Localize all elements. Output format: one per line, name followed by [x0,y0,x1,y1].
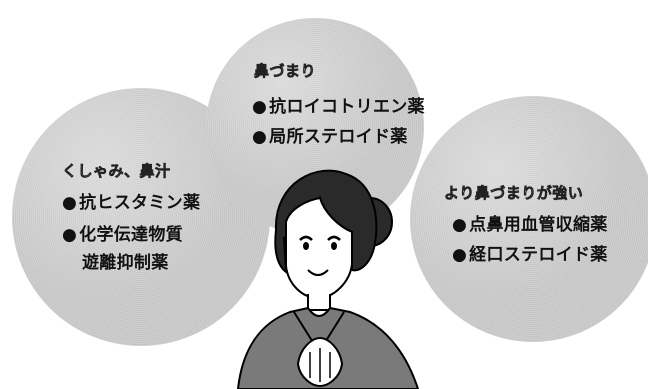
top-heading: 鼻づまり [254,62,317,81]
bullet-icon: ● [452,215,468,235]
top-item-2-label: 局所ステロイド薬 [269,127,408,147]
bubble-severe-congestion [410,96,648,342]
right-item-1-label: 点鼻用血管収縮薬 [469,215,608,235]
right-item-2: ●経口ステロイド薬 [452,240,608,265]
bullet-icon: ● [252,97,268,117]
left-item-2-label: 化学伝達物質 [79,225,183,245]
right-item-2-label: 経口ステロイド薬 [469,245,608,265]
left-item-1-label: 抗ヒスタミン薬 [79,193,201,213]
bullet-icon: ● [62,225,78,245]
left-item-2: ●化学伝達物質 [62,220,183,245]
left-item-1: ●抗ヒスタミン薬 [62,188,200,213]
top-item-2: ●局所ステロイド薬 [252,122,408,147]
left-heading: くしゃみ、鼻汁 [62,162,171,181]
left-item-2-cont: 遊離抑制薬 [82,253,169,273]
top-item-1-label: 抗ロイコトリエン薬 [269,97,425,117]
bullet-icon: ● [252,127,268,147]
bullet-icon: ● [62,193,78,213]
right-heading: より鼻づまりが強い [444,184,584,203]
top-item-1: ●抗ロイコトリエン薬 [252,92,425,117]
bullet-icon: ● [452,245,468,265]
right-item-1: ●点鼻用血管収縮薬 [452,210,608,235]
woman-illustration-icon [236,169,420,389]
